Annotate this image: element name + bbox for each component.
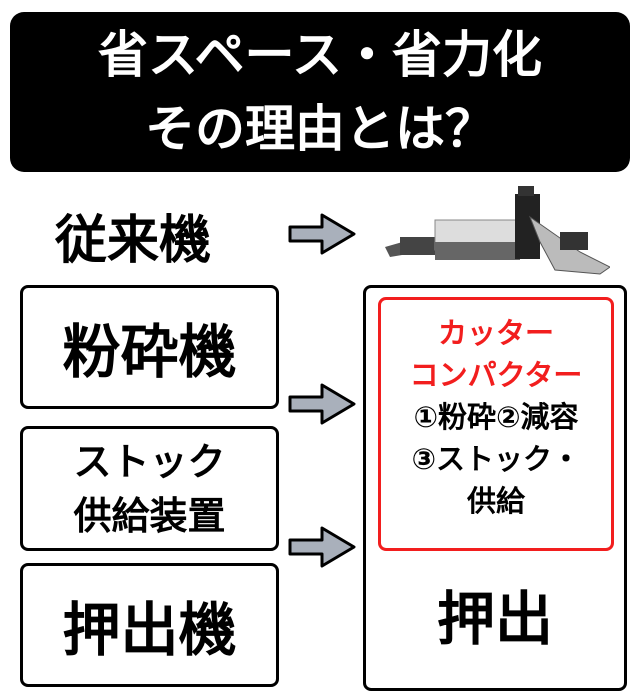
stock-label-1: ストック bbox=[73, 439, 226, 484]
arrow-right-icon bbox=[288, 213, 356, 255]
function-line-1: ①粉砕②減容 bbox=[413, 400, 579, 434]
stock-feeder-box: ストック 供給装置 bbox=[20, 426, 279, 551]
arrow-right-icon bbox=[288, 526, 356, 568]
crusher-box: 粉砕機 bbox=[20, 285, 279, 409]
right-extruder-label: 押出 bbox=[436, 585, 553, 653]
cutter-compactor-highlight: カッター コンパクター ①粉砕②減容 ③ストック・ 供給 bbox=[378, 297, 614, 551]
title-banner: 省スペース・省力化 その理由とは？ bbox=[10, 12, 630, 172]
product-name-2: コンパクター bbox=[409, 358, 583, 392]
conventional-label: 従来機 bbox=[55, 211, 212, 271]
stock-label-2: 供給装置 bbox=[73, 493, 226, 538]
crusher-label: 粉砕機 bbox=[62, 318, 237, 386]
arrow-right-icon bbox=[288, 383, 356, 425]
title-line-2: その理由とは？ bbox=[145, 100, 495, 158]
function-line-3: 供給 bbox=[466, 484, 525, 518]
product-name-1: カッター bbox=[437, 316, 554, 350]
extruder-label: 押出機 bbox=[62, 596, 237, 664]
function-line-2: ③ストック・ bbox=[411, 442, 581, 476]
machine-image bbox=[385, 186, 610, 275]
extruder-box: 押出機 bbox=[20, 563, 279, 687]
title-line-1: 省スペース・省力化 bbox=[98, 26, 542, 84]
cutter-compactor-box: 押出 bbox=[363, 285, 627, 691]
